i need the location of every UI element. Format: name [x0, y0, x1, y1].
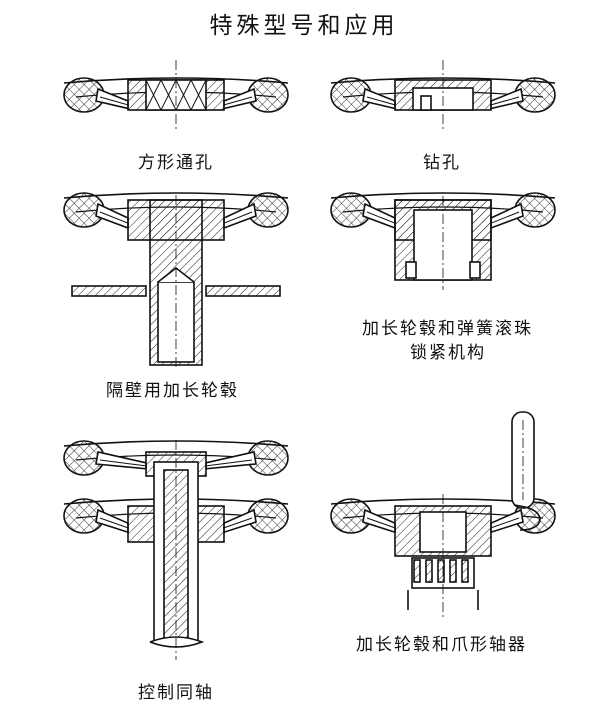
claw-tooth: [437, 559, 445, 583]
partition-left: [71, 285, 147, 297]
wheel6-spoke-right-line: [490, 517, 520, 529]
hub1-hole-line: [160, 79, 177, 111]
wheel2-spoke-left-line: [366, 96, 396, 106]
label-coaxial-control: 控制同轴: [138, 683, 214, 703]
hub4-ball-left: [405, 261, 417, 279]
page-title: 特殊型号和应用: [209, 13, 399, 39]
wheel5a-spoke-right-line: [205, 459, 253, 467]
partition-right: [205, 285, 281, 297]
label-extended-hub-partition: 隔壁用加长轮毂: [106, 381, 239, 401]
wheel2-spoke-left: [362, 87, 396, 110]
claw-tooth: [413, 559, 421, 583]
label-drilled-hole: 钻孔: [423, 153, 461, 173]
label-extended-hub-spring-ball: 加长轮毂和弹簧滚珠: [362, 319, 533, 339]
wheel1-spoke-left: [95, 87, 129, 110]
label-extended-hub-claw-coupling: 加长轮毂和爪形轴器: [356, 635, 527, 655]
wheel2-spoke-right: [490, 87, 524, 110]
wheel5b-spoke-right: [223, 508, 257, 534]
wheel1-spoke-right-line: [223, 96, 253, 106]
wheel3-spoke-right-line: [223, 211, 253, 224]
crank-arm: [513, 504, 541, 531]
wheel6-spoke-left: [362, 508, 396, 534]
hub1-hole-line: [175, 79, 192, 111]
wheel5b-spoke-left: [95, 508, 129, 534]
wheel3-spoke-left-line: [99, 211, 129, 224]
wheel6-spoke-right: [490, 508, 524, 534]
claw-tooth: [449, 559, 457, 583]
hub2-drill: [420, 95, 432, 111]
wheel5a-spoke-left-line: [99, 459, 147, 467]
label-square-through-hole: 方形通孔: [138, 153, 214, 173]
hub1-hole-line: [190, 79, 207, 111]
label-locking-mechanism: 锁紧机构: [410, 343, 486, 363]
hub4-ball-right: [469, 261, 481, 279]
wheel4-spoke-left-line: [366, 211, 396, 224]
wheel1-spoke-left-line: [99, 96, 129, 106]
wheel2-spoke-right-line: [490, 96, 520, 106]
wheel6-spoke-left-line: [366, 517, 396, 529]
hub1-hole-line: [145, 79, 162, 111]
wheel3-spoke-right: [223, 202, 257, 230]
claw-tooth: [425, 559, 433, 583]
wheel4-spoke-right: [490, 202, 524, 230]
wheel1-spoke-right: [223, 87, 257, 110]
wheel5b-spoke-left-line: [99, 517, 129, 529]
wheel4-spoke-left: [362, 202, 396, 230]
claw-tooth: [461, 559, 469, 583]
wheel4-spoke-right-line: [490, 211, 520, 224]
wheel5b-spoke-right-line: [223, 517, 253, 529]
wheel3-spoke-left: [95, 202, 129, 230]
